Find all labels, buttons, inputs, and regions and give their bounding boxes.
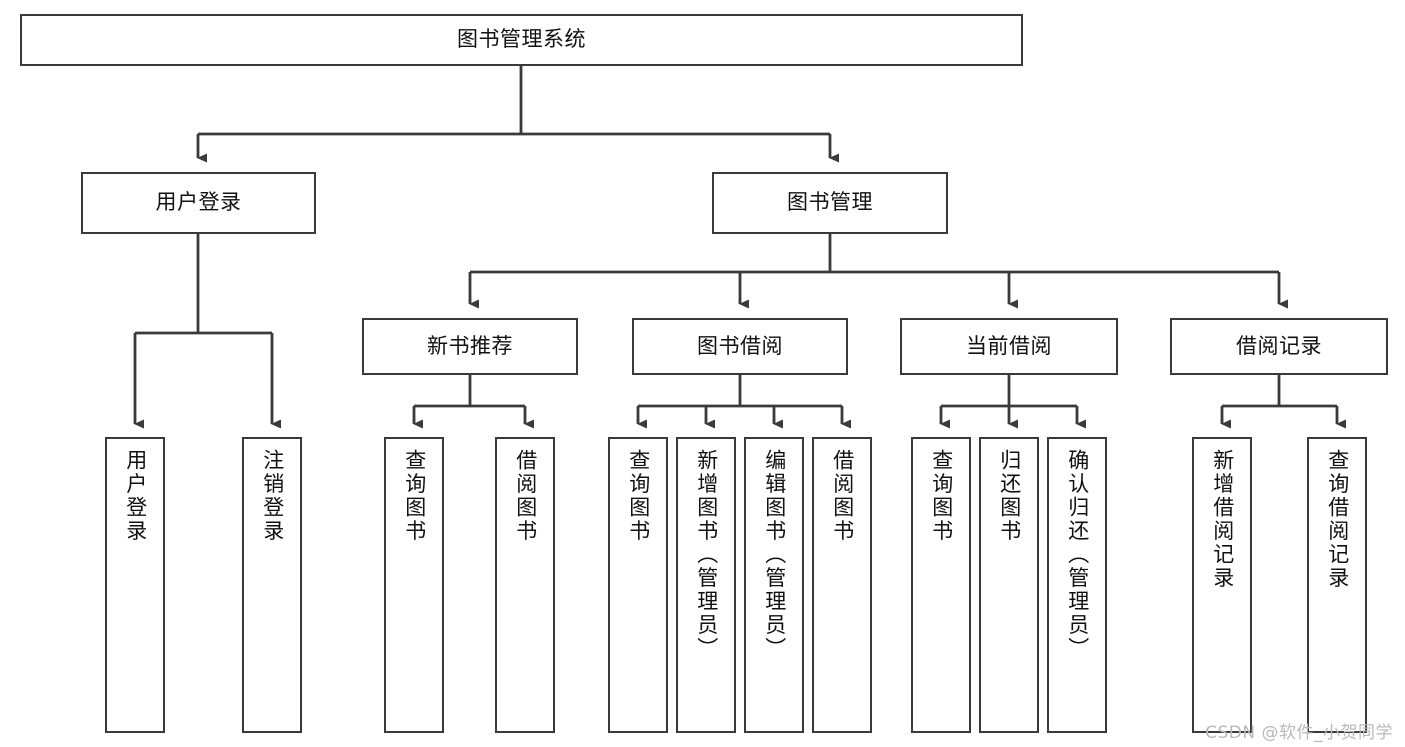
leaf-cur-query-label: 查询图书 <box>929 449 954 543</box>
leaf-borrow-book-label: 借阅图书 <box>830 449 855 543</box>
leaf-add-book[interactable]: 新增图书（管理员） <box>676 437 736 733</box>
leaf-borrow-query-label: 查询图书 <box>626 449 651 543</box>
edge-borrowrecord-to-leaves <box>1220 375 1346 429</box>
leaf-rec-borrow[interactable]: 借阅图书 <box>495 437 555 733</box>
leaf-logout[interactable]: 注销登录 <box>242 437 302 733</box>
leaf-confirm-return[interactable]: 确认归还（管理员） <box>1047 437 1107 733</box>
edge-userlogin-to-leaves <box>133 234 281 429</box>
leaf-rec-query[interactable]: 查询图书 <box>384 437 444 733</box>
node-borrow-record[interactable]: 借阅记录 <box>1170 318 1388 375</box>
node-book-manage[interactable]: 图书管理 <box>712 172 948 234</box>
node-new-book-rec[interactable]: 新书推荐 <box>362 318 578 375</box>
edge-newbookrec-to-leaves <box>412 375 534 429</box>
leaf-return-book[interactable]: 归还图书 <box>979 437 1039 733</box>
leaf-user-login[interactable]: 用户登录 <box>105 437 165 733</box>
node-root[interactable]: 图书管理系统 <box>20 14 1023 66</box>
edge-bookmanage-to-level3 <box>468 234 1288 309</box>
csdn-watermark: CSDN @软件_小贺同学 <box>1205 723 1393 743</box>
leaf-add-book-label: 新增图书（管理员） <box>694 449 719 661</box>
node-book-manage-label: 图书管理 <box>787 190 873 215</box>
node-book-borrow-label: 图书借阅 <box>697 333 783 358</box>
leaf-rec-query-label: 查询图书 <box>402 449 427 543</box>
leaf-query-record-label: 查询借阅记录 <box>1325 449 1350 590</box>
leaf-user-login-label: 用户登录 <box>123 449 148 543</box>
leaf-return-book-label: 归还图书 <box>997 449 1022 543</box>
node-user-login[interactable]: 用户登录 <box>81 172 316 234</box>
node-new-book-rec-label: 新书推荐 <box>427 333 513 358</box>
node-root-label: 图书管理系统 <box>457 27 586 52</box>
node-current-borrow[interactable]: 当前借阅 <box>900 318 1118 375</box>
node-current-borrow-label: 当前借阅 <box>966 333 1052 358</box>
edge-bookborrow-to-leaves <box>636 375 851 429</box>
leaf-add-record-label: 新增借阅记录 <box>1210 449 1235 590</box>
leaf-edit-book[interactable]: 编辑图书（管理员） <box>744 437 804 733</box>
leaf-cur-query[interactable]: 查询图书 <box>911 437 971 733</box>
edge-root-to-level2 <box>196 66 839 163</box>
leaf-add-record[interactable]: 新增借阅记录 <box>1192 437 1252 733</box>
node-book-borrow[interactable]: 图书借阅 <box>632 318 848 375</box>
leaf-rec-borrow-label: 借阅图书 <box>513 449 538 543</box>
leaf-edit-book-label: 编辑图书（管理员） <box>762 449 787 661</box>
leaf-query-record[interactable]: 查询借阅记录 <box>1307 437 1367 733</box>
edge-currentborrow-to-leaves <box>939 375 1086 429</box>
leaf-logout-label: 注销登录 <box>260 449 285 543</box>
node-user-login-label: 用户登录 <box>155 190 242 215</box>
leaf-borrow-book[interactable]: 借阅图书 <box>812 437 872 733</box>
leaf-borrow-query[interactable]: 查询图书 <box>608 437 668 733</box>
leaf-confirm-return-label: 确认归还（管理员） <box>1065 449 1090 661</box>
node-borrow-record-label: 借阅记录 <box>1236 333 1322 358</box>
